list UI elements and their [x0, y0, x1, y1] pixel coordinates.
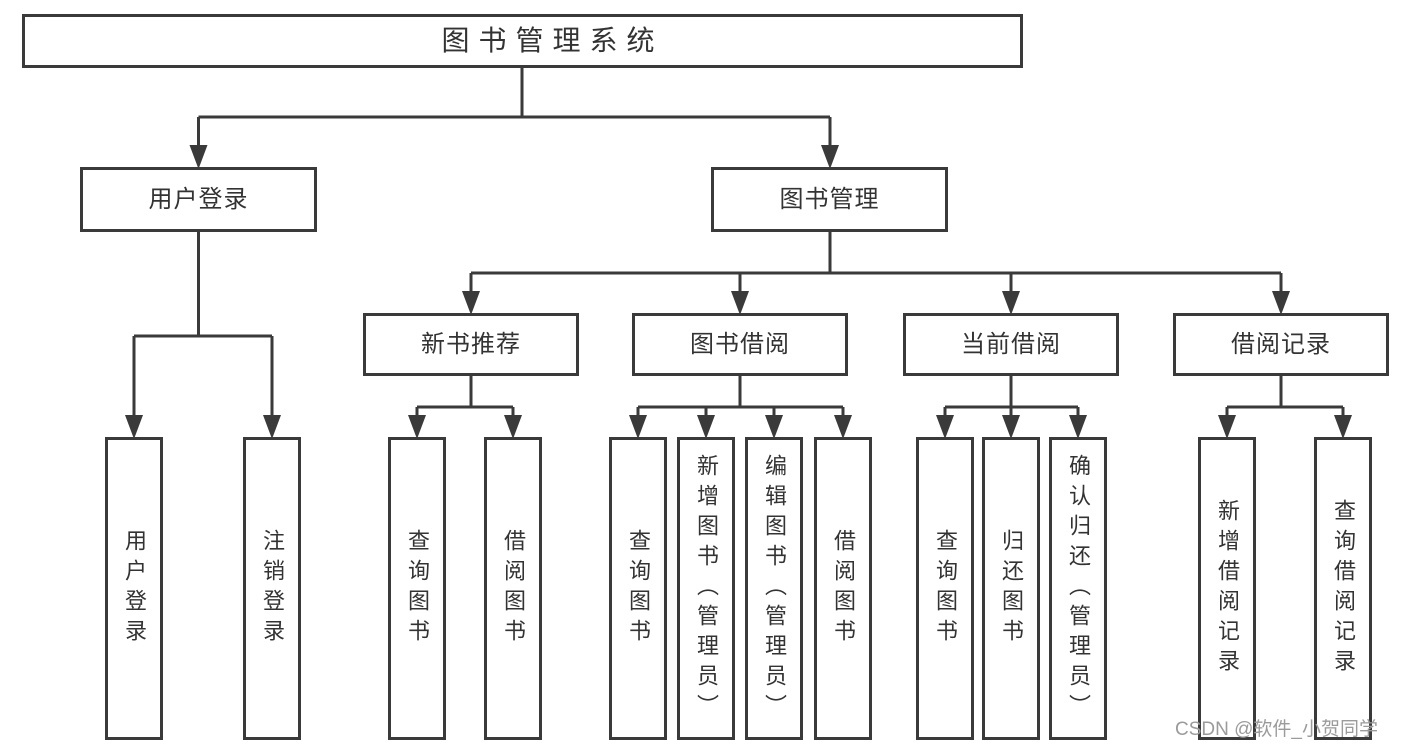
leaf-add-borrow-record: 新增借阅记录 [1198, 437, 1256, 740]
node-new-book-recommend: 新书推荐 [363, 313, 579, 376]
node-borrowing-records: 借阅记录 [1173, 313, 1389, 376]
leaf-query-books-current-label: 查询图书 [933, 528, 958, 649]
leaf-return-books: 归还图书 [982, 437, 1040, 740]
node-book-management: 图书管理 [711, 167, 948, 232]
leaf-user-login-label: 用户登录 [122, 528, 147, 649]
node-book-borrowing: 图书借阅 [632, 313, 848, 376]
node-library-system-label: 图书管理系统 [441, 25, 664, 56]
leaf-query-borrow-record-label: 查询借阅记录 [1331, 498, 1356, 679]
leaf-borrow-books-recommend: 借阅图书 [484, 437, 542, 740]
leaf-return-books-label: 归还图书 [999, 528, 1024, 649]
node-new-book-recommend-label: 新书推荐 [421, 330, 521, 358]
csdn-watermark: CSDN @软件_小贺同学 [1175, 719, 1378, 740]
node-library-system: 图书管理系统 [22, 14, 1023, 68]
arrowhead-icons [125, 145, 1352, 439]
leaf-edit-book-admin-label: 编辑图书（管理员） [762, 453, 787, 724]
leaf-borrow-books-borrowing-label: 借阅图书 [831, 528, 856, 649]
leaf-confirm-return-admin-label: 确认归还（管理员） [1066, 453, 1091, 724]
leaf-logout: 注销登录 [243, 437, 301, 740]
leaf-add-book-admin: 新增图书（管理员） [677, 437, 735, 740]
node-book-borrowing-label: 图书借阅 [690, 330, 790, 358]
leaf-add-book-admin-label: 新增图书（管理员） [694, 453, 719, 724]
leaf-query-books-recommend: 查询图书 [388, 437, 446, 740]
leaf-user-login: 用户登录 [105, 437, 163, 740]
leaf-edit-book-admin: 编辑图书（管理员） [745, 437, 803, 740]
leaf-query-books-current: 查询图书 [916, 437, 974, 740]
leaf-query-borrow-record: 查询借阅记录 [1314, 437, 1372, 740]
leaf-query-books-recommend-label: 查询图书 [405, 528, 430, 649]
node-user-login-branch-label: 用户登录 [148, 185, 249, 213]
leaf-query-books-borrowing-label: 查询图书 [626, 528, 651, 649]
leaf-logout-label: 注销登录 [260, 528, 285, 649]
leaf-query-books-borrowing: 查询图书 [609, 437, 667, 740]
node-current-borrowing: 当前借阅 [903, 313, 1119, 376]
node-current-borrowing-label: 当前借阅 [961, 330, 1061, 358]
leaf-confirm-return-admin: 确认归还（管理员） [1049, 437, 1107, 740]
leaf-borrow-books-recommend-label: 借阅图书 [501, 528, 526, 649]
leaf-borrow-books-borrowing: 借阅图书 [814, 437, 872, 740]
node-book-management-label: 图书管理 [779, 185, 880, 213]
node-borrowing-records-label: 借阅记录 [1231, 330, 1331, 358]
leaf-add-borrow-record-label: 新增借阅记录 [1215, 498, 1240, 679]
node-user-login-branch: 用户登录 [80, 167, 317, 232]
